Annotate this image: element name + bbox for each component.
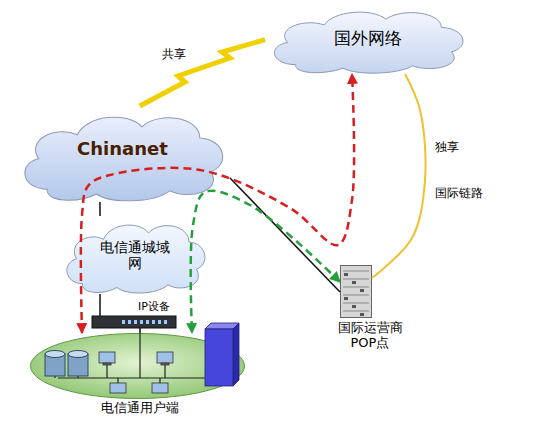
node-title: 国外网络	[334, 29, 402, 49]
cloud-shape	[25, 117, 223, 201]
red-traffic-path	[81, 74, 354, 333]
rack-slot	[343, 303, 369, 304]
monitor-base	[161, 363, 169, 365]
cloud-shape	[67, 225, 205, 293]
cloud-network: 国外网络	[265, 4, 470, 74]
link-label: 国际链路	[433, 186, 485, 200]
server-top	[68, 351, 88, 358]
network-line	[230, 178, 340, 292]
router-port	[134, 320, 137, 324]
rack-port	[352, 281, 356, 284]
rack-port	[360, 313, 364, 316]
monitor	[110, 383, 126, 393]
cloud-network: Chinanet	[15, 106, 230, 202]
node-title: Chinanet	[77, 139, 168, 160]
pop-equipment: 国际运营商 POP点	[340, 265, 372, 318]
computer-icons	[99, 352, 173, 393]
drop-wire	[164, 364, 165, 378]
router-port	[128, 320, 131, 324]
rack-slot	[343, 271, 369, 272]
monitor-base	[103, 363, 111, 365]
rack-slot	[343, 287, 369, 288]
server-cylinders	[45, 351, 88, 377]
router-port	[140, 320, 143, 324]
rack-slot	[343, 279, 369, 280]
drop-wire	[159, 378, 160, 383]
node-caption: 国际运营商 POP点	[330, 321, 410, 351]
lan-bus	[58, 377, 205, 378]
rack-port	[344, 297, 348, 300]
node-title: 电信通城域网	[96, 239, 174, 271]
drop-wire	[117, 378, 118, 383]
monitor	[99, 352, 115, 363]
edge-label: 共享	[160, 47, 188, 61]
cloud-network: 电信通城域网	[60, 216, 210, 294]
router-port	[158, 320, 161, 324]
rack-port	[360, 289, 364, 292]
node-caption: 电信通用户端	[70, 401, 210, 416]
rack-port	[344, 273, 348, 276]
router-outline	[92, 316, 176, 328]
router-port	[152, 320, 155, 324]
tower-front	[205, 329, 233, 386]
node-caption: IP设备	[132, 301, 176, 314]
pop-outline	[340, 265, 372, 318]
rack-port	[352, 305, 356, 308]
network-line	[99, 294, 101, 316]
server-top	[45, 351, 65, 358]
tower-side	[233, 323, 239, 386]
router-port	[122, 320, 125, 324]
router-port	[164, 320, 167, 324]
monitor	[157, 352, 173, 363]
monitor	[152, 383, 168, 393]
edge-label: 独享	[433, 140, 461, 154]
cloud-shape	[274, 12, 463, 73]
rack-slot	[343, 311, 369, 312]
rack-slot	[343, 295, 369, 296]
green-traffic-path	[191, 191, 340, 333]
network-line	[99, 202, 101, 216]
ip-router: IP设备	[92, 316, 176, 328]
network-line	[139, 328, 141, 333]
lightning-link	[140, 40, 265, 106]
rack-body	[341, 266, 372, 318]
tower-equipment	[205, 323, 239, 386]
drop-wire	[106, 364, 107, 378]
router-body	[92, 316, 176, 328]
lan-wiring	[55, 333, 205, 383]
uplink-wire	[139, 333, 140, 378]
router-port	[146, 320, 149, 324]
intl-link	[372, 74, 426, 278]
